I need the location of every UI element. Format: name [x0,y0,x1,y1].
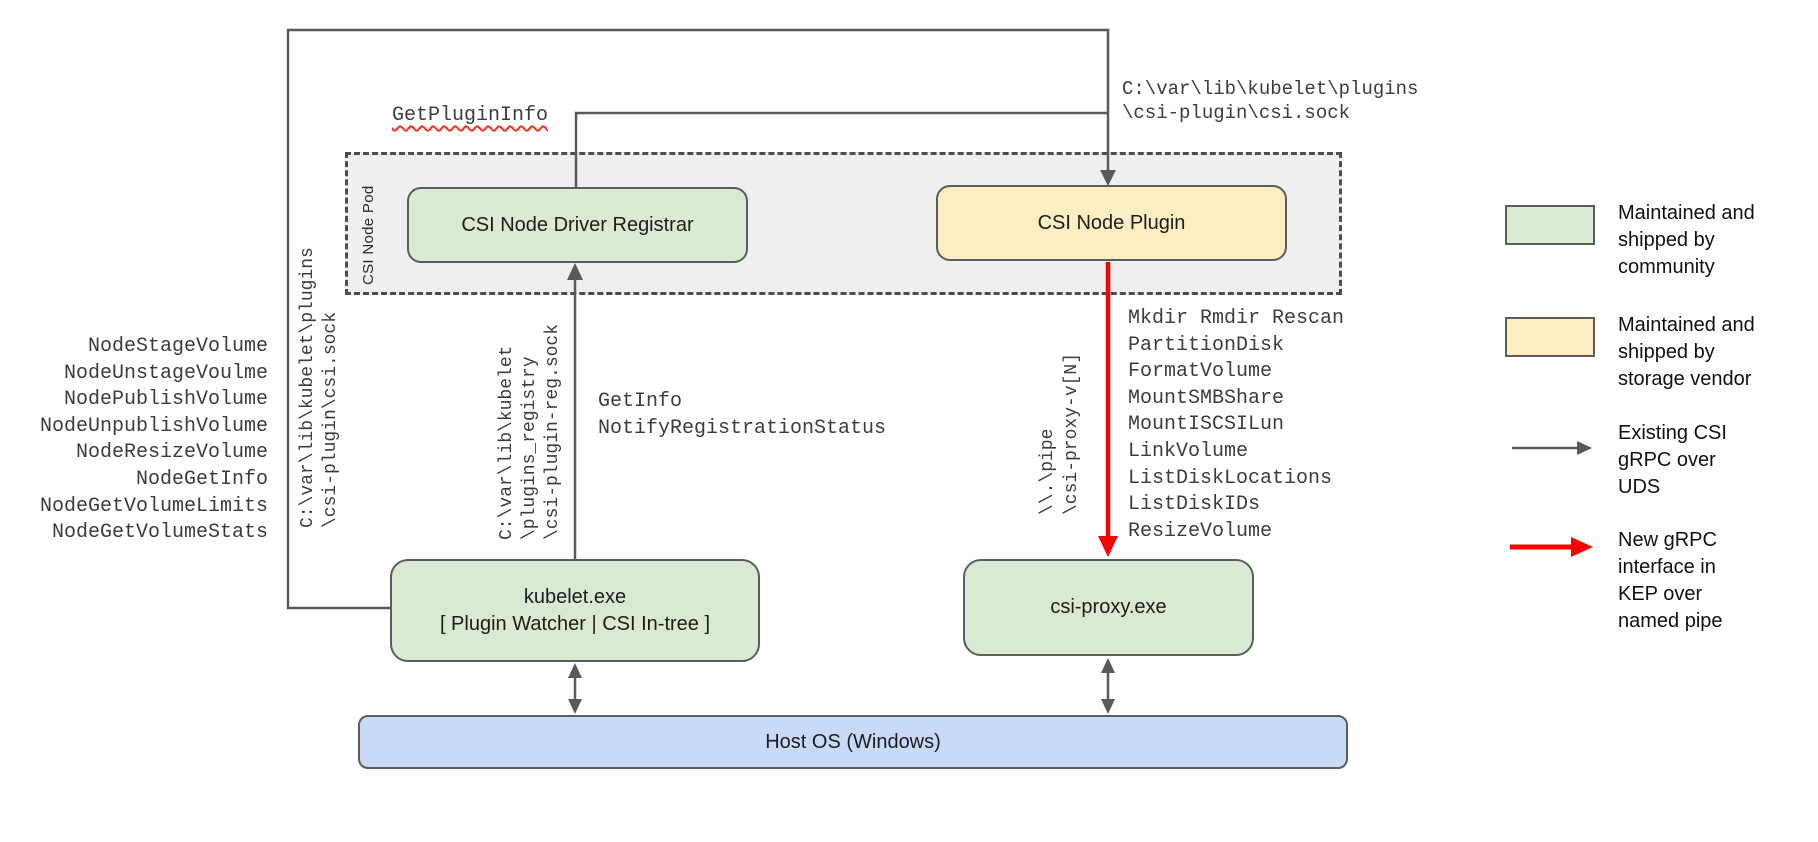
list-item: MountSMBShare [1128,386,1285,410]
list-item: NodeUnpublishVolume [39,414,268,438]
double-arrowhead-down-icon [568,699,582,714]
csi-node-plugin-box: CSI Node Plugin [936,185,1287,261]
list-item: ListDiskIDs [1128,493,1261,517]
double-arrowhead-down-icon [1101,699,1115,714]
legend-gray-arrowhead-icon [1577,441,1592,455]
legend-vendor-label: Maintained and shipped by storage vendor [1618,314,1755,390]
double-arrowhead-up-icon [568,663,582,678]
legend-new-grpc-label: New gRPC interface in KEP over named pip… [1618,529,1723,632]
host-os-box: Host OS (Windows) [358,715,1348,769]
list-item: ResizeVolume [1128,519,1273,543]
list-item: Mkdir Rmdir Rescan [1128,307,1345,330]
list-item: NodeResizeVolume [75,441,268,465]
legend-vendor-swatch [1505,317,1595,357]
list-item: MountISCSILun [1128,413,1285,437]
list-item: NodeUnstageVoulme [63,361,268,385]
legend-community-label: Maintained and shipped by community [1618,202,1755,278]
named-pipe-path-label: \\.\pipe \csi-proxy-v[N] [1038,352,1082,515]
csi-proxy-box: csi-proxy.exe [963,559,1254,656]
plugin-registry-sock-path-label: C:\var\lib\kubelet \plugins_registry \cs… [497,323,563,540]
list-item: NodeGetVolumeLimits [39,494,268,518]
kubelet-node-calls-list: NodeStageVolume NodeUnstageVoulme NodePu… [0,334,268,547]
list-item: NodePublishVolume [63,388,268,412]
registration-calls-label: GetInfo NotifyRegistrationStatus [598,390,887,440]
getplugininfo-label: GetPluginInfo [392,104,549,127]
list-item: FormatVolume [1128,360,1273,384]
list-item: ListDiskLocations [1128,466,1333,490]
csi-node-driver-registrar-box: CSI Node Driver Registrar [407,187,748,263]
list-item: PartitionDisk [1128,333,1285,357]
list-item: NodeGetInfo [135,467,268,491]
csi-node-pod-label: CSI Node Pod [360,185,377,286]
legend-community-swatch [1505,205,1595,245]
csi-proxy-calls-list: Mkdir Rmdir Rescan PartitionDisk FormatV… [1128,306,1428,545]
legend-existing-grpc-label: Existing CSI gRPC over UDS [1618,422,1727,498]
csi-sock-path-label-left: C:\var\lib\kubelet\plugins \csi-plugin\c… [298,247,341,528]
red-arrowhead-into-proxy-icon [1098,536,1118,557]
list-item: NodeStageVolume [87,335,268,358]
csi-sock-path-label-top: C:\var\lib\kubelet\plugins \csi-plugin\c… [1122,78,1419,124]
kubelet-box: kubelet.exe [ Plugin Watcher | CSI In-tr… [390,559,760,662]
list-item: NodeGetVolumeStats [51,521,268,545]
list-item: LinkVolume [1128,439,1249,463]
legend-red-arrowhead-icon [1571,537,1593,557]
double-arrowhead-up-icon [1101,658,1115,673]
